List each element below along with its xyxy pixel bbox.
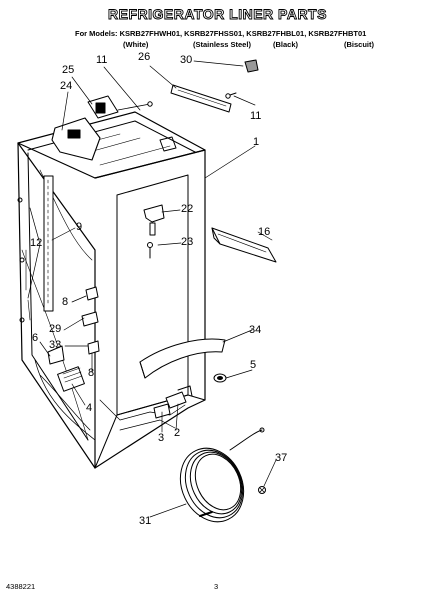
callout-3: 3 (158, 432, 165, 444)
variant-white: (White) (123, 40, 149, 49)
control-housing (51, 95, 153, 161)
callout-23: 23 (181, 236, 194, 248)
callout-31: 31 (139, 515, 152, 527)
callout-33: 33 (49, 339, 62, 351)
page-title: REFRIGERATOR LINER PARTS (108, 6, 327, 23)
left-wall-components (25, 249, 100, 392)
callout-8-lower: 8 (88, 367, 95, 379)
callout-34: 34 (249, 324, 262, 336)
callout-16: 16 (258, 226, 271, 238)
liner-cabinet (17, 111, 206, 469)
callout-1: 1 (253, 136, 260, 148)
air-deflector (139, 338, 226, 379)
variant-stainless: (Stainless Steel) (193, 40, 251, 49)
callout-26: 26 (138, 51, 151, 63)
variant-biscuit: (Biscuit) (344, 40, 374, 49)
page-number: 3 (214, 582, 219, 591)
callout-37: 37 (275, 452, 288, 464)
models-line: For Models: KSRB27FHWH01, KSRB27FHSS01, … (75, 29, 367, 38)
callout-12: 12 (30, 237, 43, 249)
leader-lines (27, 60, 277, 518)
callout-22: 22 (181, 203, 194, 215)
callout-25: 25 (62, 64, 75, 76)
shelf-rail (43, 175, 54, 312)
water-tubing (179, 427, 266, 523)
callout-6: 6 (32, 332, 39, 344)
floor-brackets (153, 385, 193, 419)
callout-8-upper: 8 (62, 296, 69, 308)
callout-30: 30 (180, 54, 193, 66)
variant-black: (Black) (273, 40, 299, 49)
callout-9: 9 (76, 221, 83, 233)
top-bracket (170, 59, 259, 113)
callout-11-right: 11 (250, 110, 262, 122)
light-cover (211, 227, 277, 263)
callout-29: 29 (49, 323, 62, 335)
callout-2: 2 (174, 427, 181, 439)
callout-5: 5 (250, 359, 257, 371)
callout-11-top: 11 (96, 54, 108, 66)
callout-4: 4 (86, 402, 93, 414)
callout-24: 24 (60, 80, 73, 92)
part-number: 4388221 (6, 582, 36, 591)
grommet (213, 373, 227, 383)
small-bracket (143, 204, 165, 259)
